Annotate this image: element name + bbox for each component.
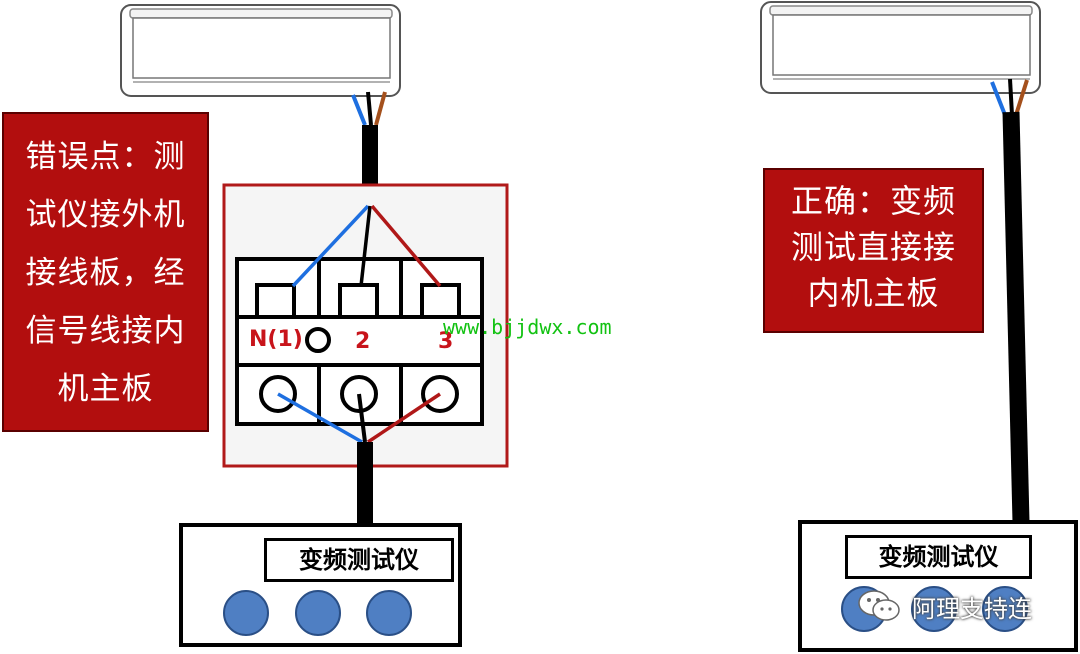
terminal-label-3: 3 bbox=[438, 329, 454, 354]
wechat-icon bbox=[858, 590, 900, 621]
signal-wires-right bbox=[990, 78, 1030, 523]
lower-terminal-wires bbox=[277, 392, 441, 527]
callout-correct-line: 测试直接接 bbox=[790, 228, 956, 266]
callout-wrong-line: 试仪接外机 bbox=[25, 197, 186, 233]
tester-right-label: 变频测试仪 bbox=[845, 535, 1032, 579]
terminal-label-2: 2 bbox=[355, 329, 371, 354]
terminal-label-n: N(1) bbox=[249, 327, 303, 352]
indoor-unit-right bbox=[760, 1, 1041, 94]
watermark-brand: 阿理支持连 bbox=[912, 595, 1032, 623]
upper-terminal-wires bbox=[291, 204, 442, 288]
callout-correct: 正确：变频 测试直接接 内机主板 bbox=[763, 168, 984, 333]
indoor-unit-left bbox=[120, 4, 401, 97]
watermark-url: www.bjjdwx.com bbox=[443, 315, 612, 339]
callout-wrong-line: 信号线接内 bbox=[25, 313, 186, 349]
callout-wrong-line: 机主板 bbox=[57, 371, 154, 407]
callout-correct-line: 正确：变频 bbox=[790, 182, 956, 220]
callout-correct-line: 内机主板 bbox=[807, 274, 940, 312]
callout-wrong-line: 错误点：测 bbox=[25, 139, 186, 175]
callout-wrong: 错误点：测 试仪接外机 接线板，经 信号线接内 机主板 bbox=[2, 112, 209, 432]
callout-wrong-line: 接线板，经 bbox=[25, 255, 186, 291]
tester-left-label: 变频测试仪 bbox=[264, 538, 454, 582]
